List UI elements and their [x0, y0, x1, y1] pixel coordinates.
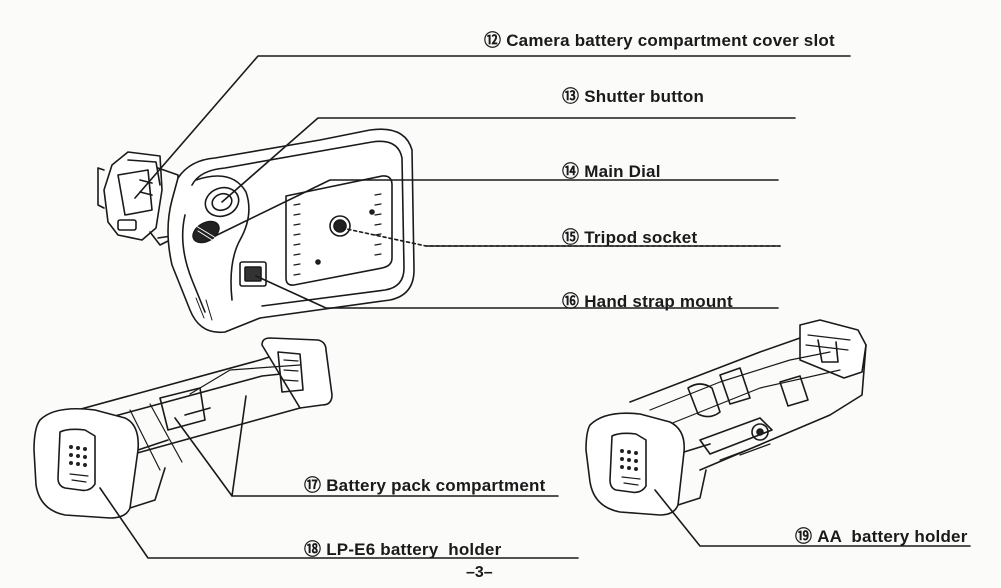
lp-e6-holder-illustration: [33, 337, 333, 519]
aa-holder-illustration: [585, 319, 867, 516]
leader-12: [134, 55, 851, 199]
callout-18-number: ⑱: [304, 540, 322, 559]
callout-12-number: ⑫: [484, 31, 502, 50]
battery-grip-illustration: [97, 128, 415, 334]
callout-13-label: Shutter button: [584, 87, 705, 106]
callout-15-number: ⑮: [562, 228, 580, 247]
page-number: –3–: [466, 564, 493, 581]
callout-13-number: ⑬: [562, 87, 580, 106]
leader-13: [221, 117, 796, 203]
callout-17-number: ⑰: [304, 476, 322, 495]
callout-16-number: ⑯: [562, 292, 580, 311]
leader-14: [214, 179, 779, 237]
callout-12-label: Camera battery compartment cover slot: [506, 31, 835, 50]
callout-18-label: LP-E6 battery holder: [326, 540, 502, 559]
leader-17b: [231, 395, 247, 497]
leader-18: [99, 487, 579, 559]
callout-19-label: AA battery holder: [817, 527, 968, 546]
callout-17-label: Battery pack compartment: [326, 476, 546, 495]
callout-14-label: Main Dial: [584, 162, 661, 181]
callout-16-label: Hand strap mount: [584, 292, 733, 311]
leader-19: [654, 489, 971, 547]
callout-15-label: Tripod socket: [584, 228, 698, 247]
callout-14-number: ⑭: [562, 162, 580, 181]
leader-lines: [99, 55, 971, 559]
leader-16: [255, 275, 779, 309]
callout-19-number: ⑲: [795, 527, 813, 546]
